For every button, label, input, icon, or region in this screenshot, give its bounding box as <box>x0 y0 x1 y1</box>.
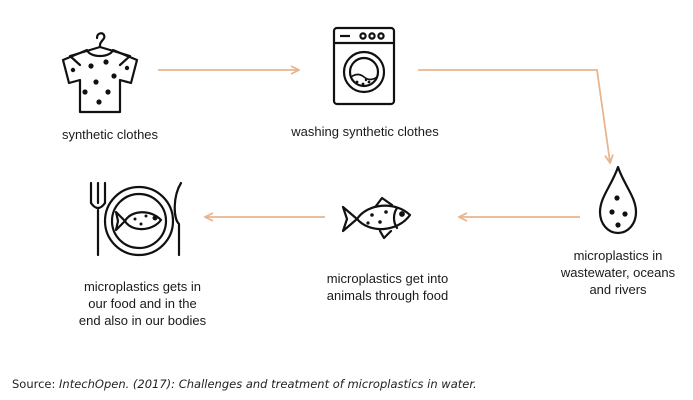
fish-icon <box>341 196 412 240</box>
microplastics-cycle-diagram <box>61 26 638 257</box>
source-prefix: Source: <box>12 377 60 391</box>
microplastics-in-food-label: microplastics gets in our food and in th… <box>78 279 207 328</box>
microplastics-in-animals-label: microplastics get into animals through f… <box>326 271 449 303</box>
shirt-on-hanger-icon <box>61 32 139 114</box>
washing-machine-icon <box>332 26 396 106</box>
synthetic-clothes-label: synthetic clothes <box>61 127 159 142</box>
microplastics-in-water-label: microplastics in wastewater, oceans and … <box>560 248 676 297</box>
source-citation: Source: IntechOpen. (2017): Challenges a… <box>12 377 477 391</box>
washing-clothes-label: washing synthetic clothes <box>291 124 439 139</box>
water-drop-icon <box>598 165 638 235</box>
plate-with-fish-icon <box>89 181 183 257</box>
source-reference: IntechOpen. (2017): Challenges and treat… <box>59 377 477 391</box>
arrow-washing-to-water <box>418 69 610 162</box>
